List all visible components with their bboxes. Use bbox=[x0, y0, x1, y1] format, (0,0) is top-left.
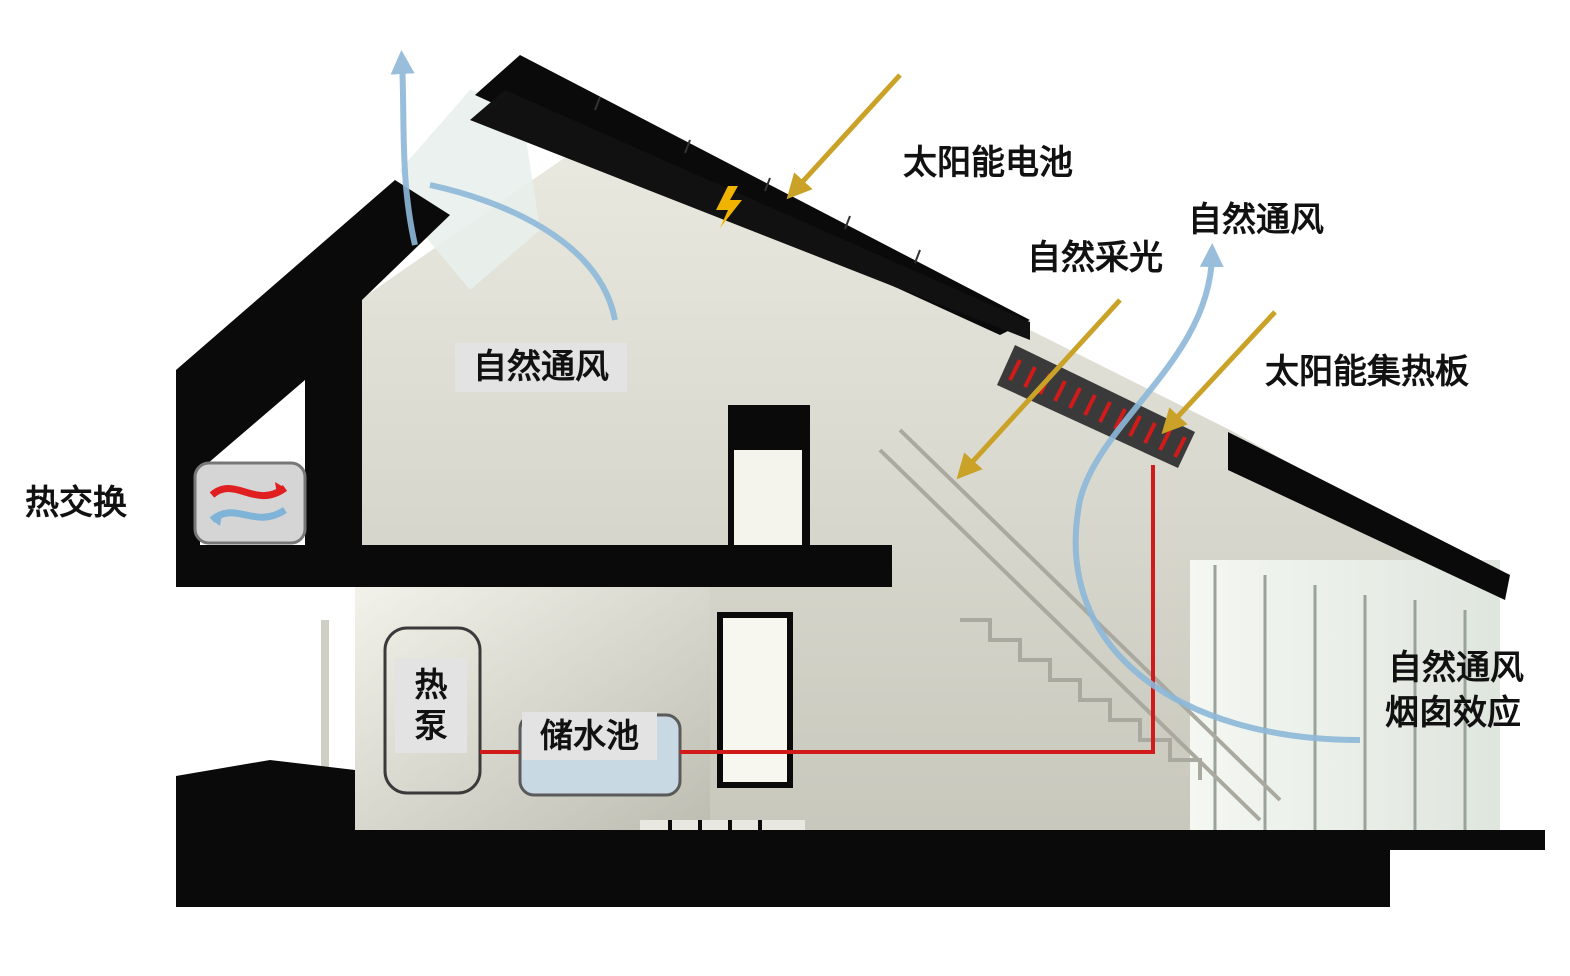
air-flows bbox=[390, 50, 1361, 743]
sun-ray-solar-cell bbox=[786, 73, 902, 200]
label-chimney-line2: 烟囱效应 bbox=[1385, 693, 1521, 733]
floor-drain-grate bbox=[640, 820, 805, 830]
roof-right bbox=[1228, 432, 1510, 600]
ground-slab bbox=[176, 760, 1545, 907]
label-solar-cell: 太阳能电池 bbox=[903, 143, 1073, 183]
label-natural-ventilation-top: 自然通风 bbox=[1188, 200, 1324, 240]
skylight-glass bbox=[400, 90, 540, 290]
roof-left bbox=[176, 180, 450, 560]
label-natural-lighting: 自然采光 bbox=[1027, 238, 1163, 278]
sun-rays bbox=[786, 73, 1277, 480]
label-heat-pump-line2: 泵 bbox=[414, 706, 448, 746]
airflow-chimney bbox=[1072, 243, 1361, 743]
glass-facade bbox=[1190, 560, 1500, 830]
label-water-tank: 储水池 bbox=[522, 712, 657, 760]
heat-pump-unit bbox=[383, 626, 482, 795]
label-heat-exchange: 热交换 bbox=[25, 483, 127, 523]
label-chimney-line1: 自然通风 bbox=[1388, 648, 1524, 688]
label-heat-pump-line1: 热 bbox=[414, 665, 448, 704]
pipe-segment-tank-collector bbox=[680, 465, 1155, 754]
solar-panel-seams bbox=[594, 96, 921, 264]
lightning-icon bbox=[716, 186, 742, 228]
airflow-skylight bbox=[390, 50, 418, 246]
upper-doorway bbox=[734, 450, 802, 545]
lower-doorway bbox=[717, 612, 793, 788]
heat-exchange-icon bbox=[193, 461, 307, 545]
label-natural-ventilation-attic: 自然通风 bbox=[455, 343, 627, 392]
airflow-attic bbox=[429, 182, 618, 321]
label-solar-collector: 太阳能集热板 bbox=[1265, 352, 1469, 392]
sun-ray-lighting bbox=[956, 298, 1122, 480]
roof-main-lower bbox=[470, 90, 1030, 340]
label-heat-pump: 热 泵 bbox=[395, 658, 467, 753]
second-floor-slab bbox=[176, 545, 892, 587]
solar-collector-panel bbox=[997, 345, 1195, 468]
sun-ray-collector bbox=[1161, 310, 1277, 435]
